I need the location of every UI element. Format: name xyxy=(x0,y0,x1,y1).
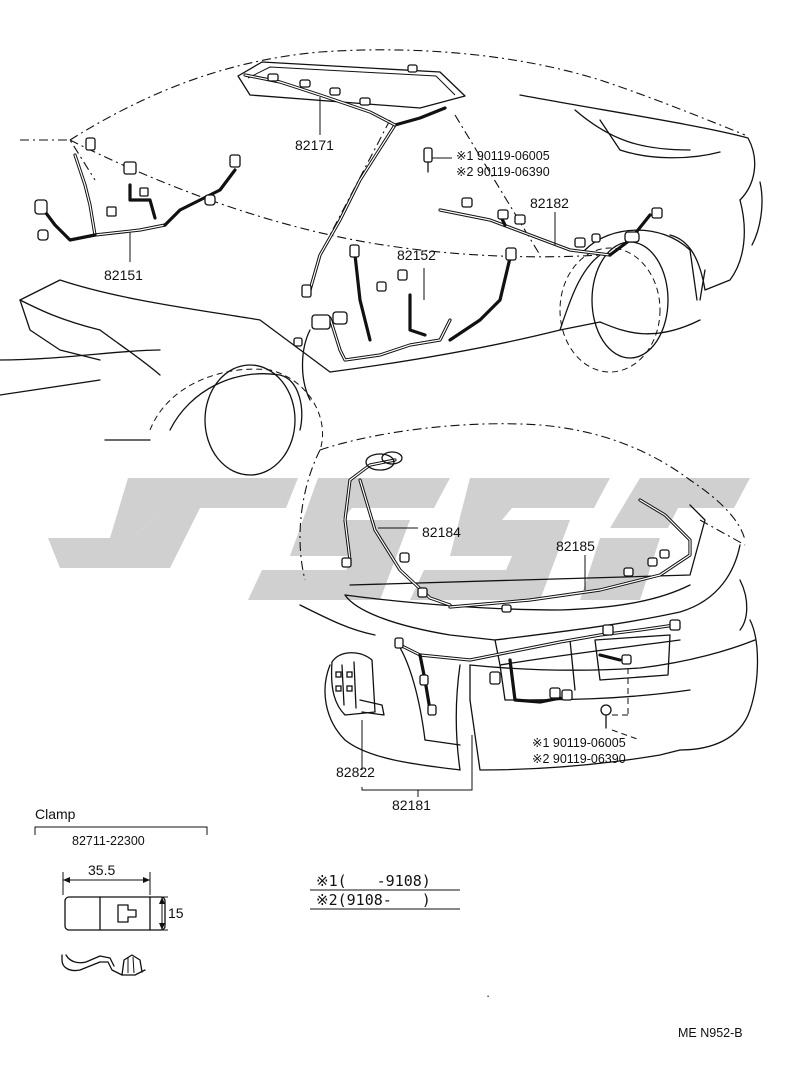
bolt-bottom-line2: ※2 90119-06390 xyxy=(532,752,626,766)
bolt-bottom-line1: ※1 90119-06005 xyxy=(532,736,626,750)
harness-82151 xyxy=(34,137,241,262)
bolt-top-line2: ※2 90119-06390 xyxy=(456,165,550,179)
legend: ※1( -9108) ※2(9108- ) xyxy=(310,872,460,910)
legend-line2: ※2(9108- ) xyxy=(316,891,431,909)
stray-dot: · xyxy=(486,989,490,1003)
bottom-leaders xyxy=(361,720,473,797)
label-82184: 82184 xyxy=(422,524,461,540)
legend-line1: ※1( -9108) xyxy=(316,872,431,890)
clamp-dim-height: 15 xyxy=(168,905,184,921)
harness-82171 xyxy=(243,64,447,298)
bolt-top xyxy=(423,147,452,173)
label-82182: 82182 xyxy=(530,195,569,211)
label-82822: 82822 xyxy=(336,764,375,780)
harness-82185 xyxy=(448,498,692,613)
label-82181: 82181 xyxy=(392,797,431,813)
clamp-title: Clamp xyxy=(35,806,76,822)
bolt-bottom xyxy=(600,704,641,741)
clamp-dim-width: 35.5 xyxy=(88,862,115,878)
drawing-code: ME N952-B xyxy=(678,1026,743,1040)
harness-82184 xyxy=(341,451,452,607)
watermark-logo xyxy=(48,478,750,600)
car-upper-view xyxy=(0,49,763,476)
label-82151: 82151 xyxy=(104,267,143,283)
clamp-part-number: 82711-22300 xyxy=(72,834,145,848)
label-82185: 82185 xyxy=(556,538,595,554)
car-rear-view xyxy=(299,423,759,771)
label-82152: 82152 xyxy=(397,247,436,263)
clamp-detail: Clamp 82711-22300 35.5 15 xyxy=(34,806,208,976)
label-82171: 82171 xyxy=(295,137,334,153)
bolt-top-line1: ※1 90119-06005 xyxy=(456,149,550,163)
harness-82182 xyxy=(438,197,663,257)
harness-82181 xyxy=(394,619,681,716)
harness-82152 xyxy=(293,244,517,362)
